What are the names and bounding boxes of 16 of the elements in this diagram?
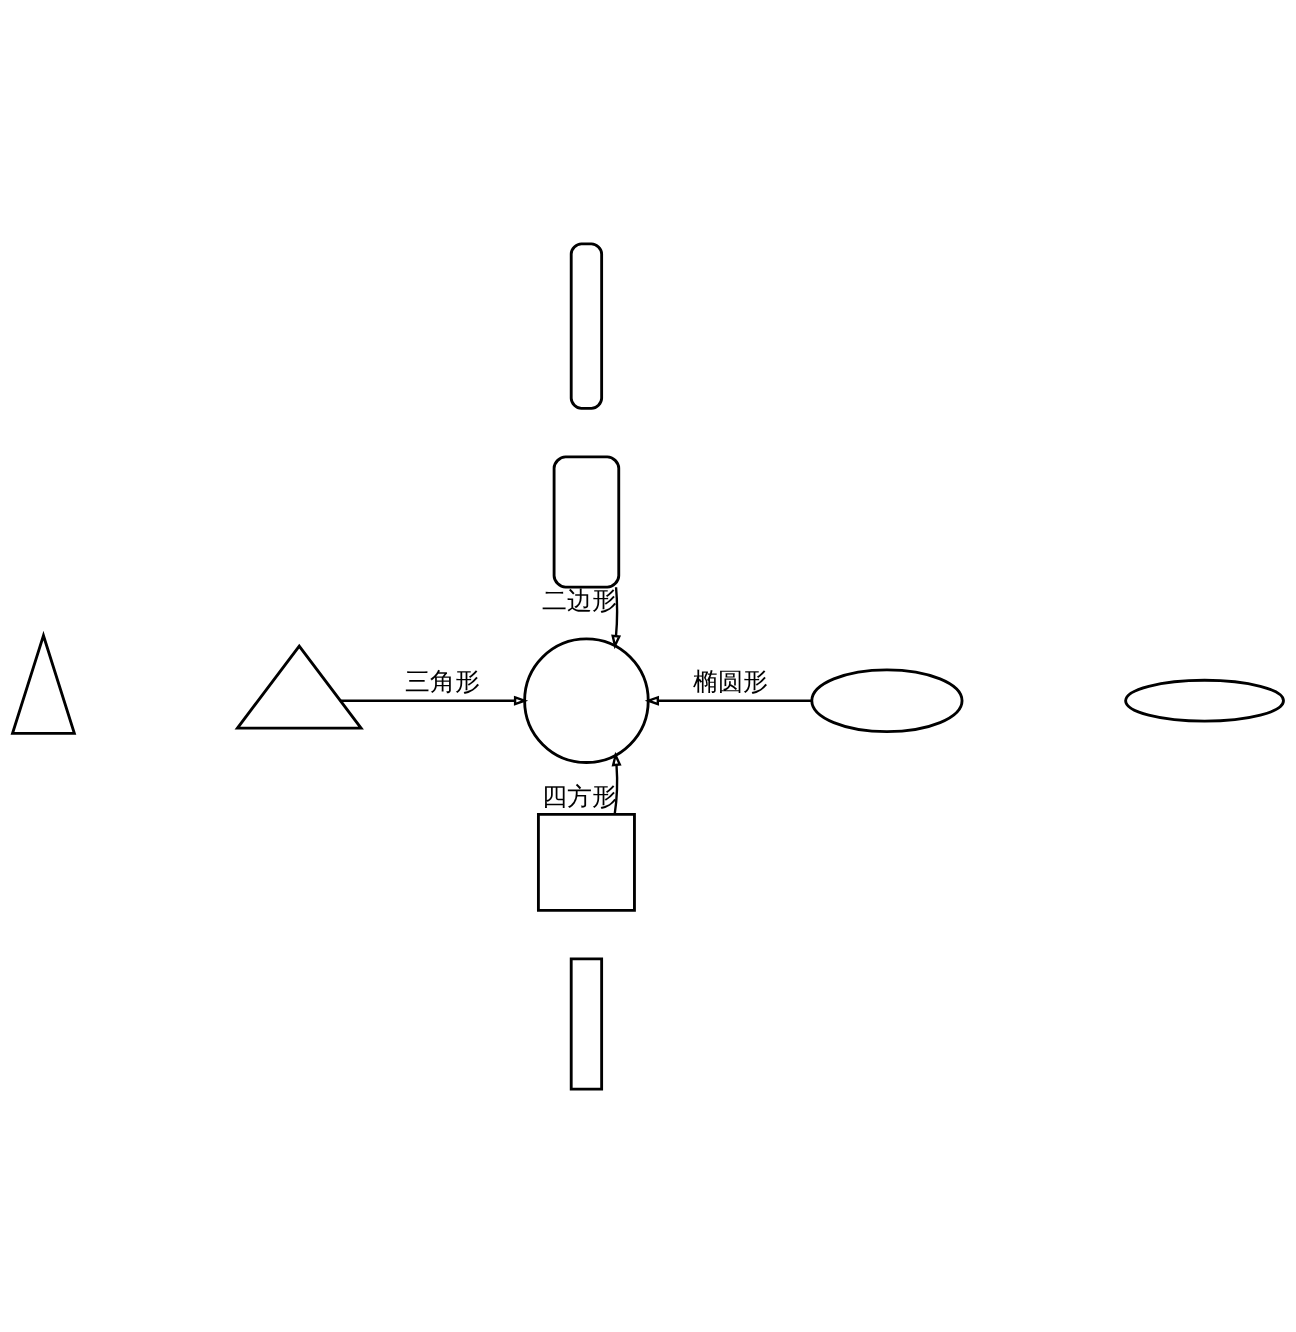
edge-label: 四方形 xyxy=(542,781,618,811)
node-box xyxy=(569,957,604,1091)
arrow xyxy=(611,586,622,649)
node-ellipse xyxy=(1124,678,1285,723)
edge-label: 三角形 xyxy=(405,666,481,696)
node-triangle xyxy=(234,643,364,729)
node-ellipse xyxy=(810,667,964,733)
arrow xyxy=(644,695,812,706)
node-triangle xyxy=(10,630,77,735)
edge-label: 二边形 xyxy=(541,585,617,615)
node-capsule xyxy=(569,241,604,410)
node-box xyxy=(536,812,636,912)
node-capsule xyxy=(552,454,621,589)
arrow xyxy=(340,695,529,706)
arrow xyxy=(611,751,622,815)
edge-label: 椭圆形 xyxy=(692,666,768,696)
